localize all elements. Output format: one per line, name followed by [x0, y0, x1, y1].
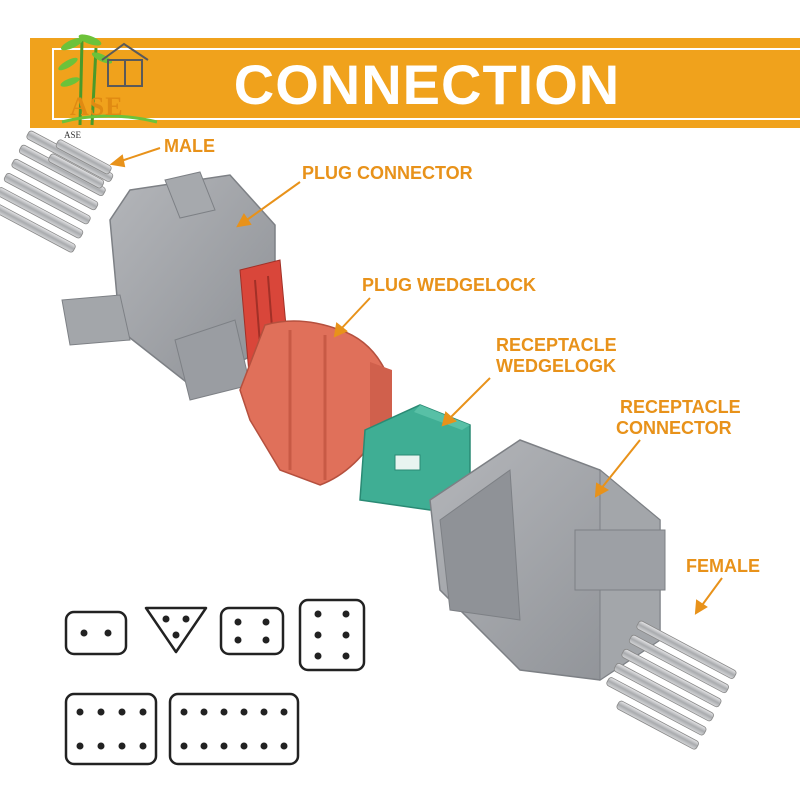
male-pin — [11, 158, 99, 211]
male-label: MALE — [164, 136, 215, 156]
pin-layout-8 — [64, 692, 158, 766]
female-pin — [606, 677, 707, 736]
pin-layout-dots — [76, 610, 350, 750]
male-pin — [48, 153, 105, 189]
pin-layout-2 — [64, 610, 128, 656]
receptacle-connector-arrow — [599, 439, 641, 491]
male-pin — [3, 173, 91, 225]
plug-connector — [61, 171, 291, 401]
pin-layout-3 — [144, 606, 208, 654]
female-pin — [621, 648, 722, 708]
male-arrow — [117, 147, 161, 163]
pin-layout-6 — [298, 598, 366, 672]
male-pin — [55, 139, 112, 175]
receptacle-connector — [429, 439, 666, 681]
receptacle-wedgelock-label-line1: RECEPTACLE — [496, 335, 617, 355]
female-pin — [616, 700, 699, 750]
receptacle-connector-label-line1: RECEPTACLE — [620, 397, 741, 417]
banner-title: CONNECTION — [233, 53, 621, 116]
pin-layout-4 — [219, 606, 285, 656]
receptacle-wedgelock-arrow — [447, 377, 491, 421]
female-pins — [606, 620, 737, 750]
receptacle-connector-label-line2: CONNECTOR — [616, 418, 732, 438]
female-pin — [613, 663, 714, 722]
plug-connector-label: PLUG CONNECTOR — [302, 163, 473, 183]
receptacle-wedgelock-label-line2: WEDGELOGK — [496, 356, 616, 376]
female-pin — [628, 634, 729, 694]
receptacle-wedgelock — [359, 404, 471, 511]
pin-layout-diagrams — [64, 598, 366, 766]
male-pin — [0, 201, 76, 253]
plug-wedgelock-label: PLUG WEDGELOCK — [362, 275, 536, 295]
banner: CONNECTION — [30, 38, 800, 128]
pin-layout-12 — [168, 692, 300, 766]
plug-connector-arrow — [243, 181, 301, 223]
logo-text: ASE — [70, 92, 124, 121]
female-pin — [636, 620, 737, 679]
plug-wedgelock-arrow — [339, 297, 371, 331]
logo-subtext: ASE — [64, 130, 82, 140]
female-arrow — [699, 577, 723, 609]
bamboo-house-logo-icon — [58, 34, 158, 126]
banner-frame: CONNECTION — [52, 48, 800, 120]
male-pin — [0, 187, 84, 239]
female-label: FEMALE — [686, 556, 760, 576]
male-pins — [0, 130, 114, 253]
